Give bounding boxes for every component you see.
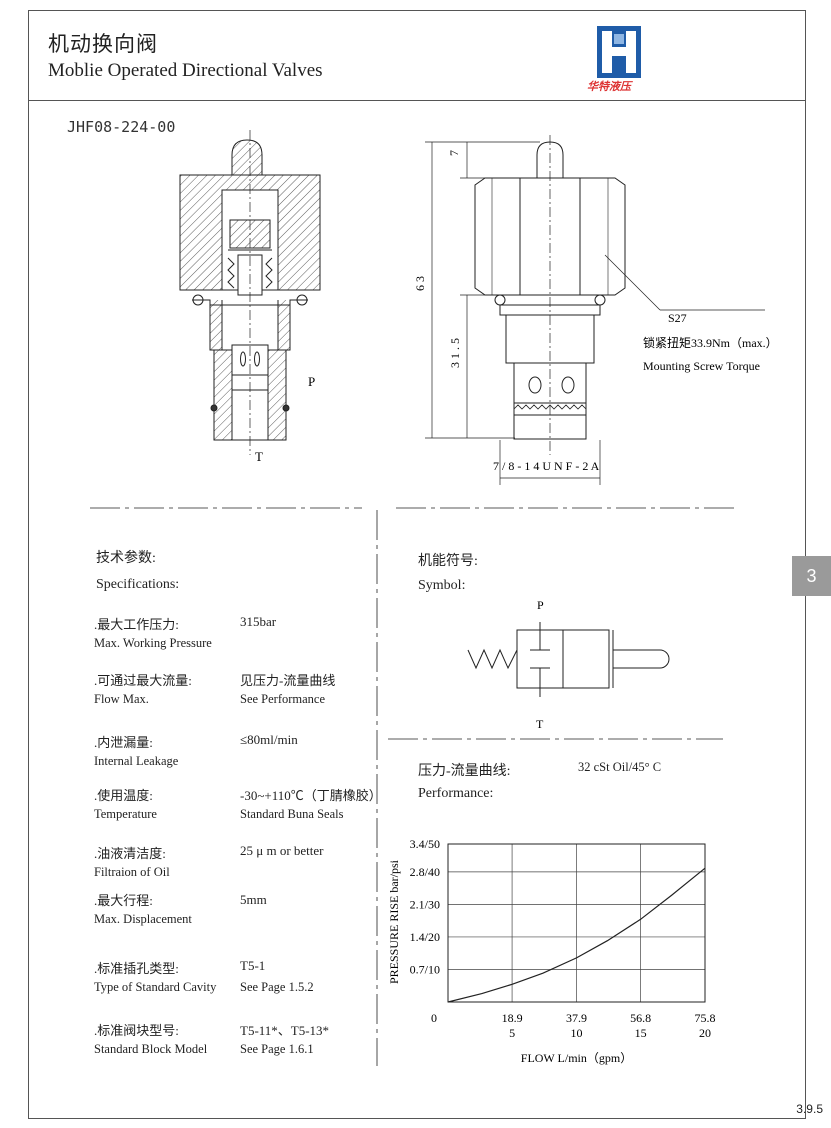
symbol-heading-en: Symbol: [418, 578, 466, 593]
spec-value: 25 μ m or better [240, 843, 324, 858]
spec-label-cn: .最大行程: [94, 893, 153, 908]
spec-value: -30~+110℃（丁腈橡胶） [240, 788, 382, 803]
dim-body: 3 1 . 5 [448, 338, 462, 368]
x-tick-label: 18.9 [502, 1011, 523, 1025]
x-tick-gpm-label: 5 [509, 1026, 515, 1040]
symbol-port-p: P [537, 598, 544, 612]
x-tick-gpm-label: 15 [635, 1026, 647, 1040]
spec-label-en: Filtraion of Oil [94, 865, 170, 879]
torque-cn: 锁紧扭矩33.9Nm（max.） [643, 335, 778, 350]
title-chinese: 机动换向阀 [48, 32, 158, 56]
torque-en: Mounting Screw Torque [643, 359, 760, 373]
spec-value: T5-11*、T5-13* [240, 1023, 330, 1038]
y-axis-label: PRESSURE RISE bar/psi [387, 859, 401, 984]
dimension-lines [425, 141, 765, 485]
performance-heading-en: Performance: [418, 786, 494, 801]
thread-spec: 7 / 8 - 1 4 U N F - 2 A [493, 459, 600, 473]
spec-label-cn: .可通过最大流量: [94, 673, 192, 688]
company-logo-icon [597, 26, 641, 78]
port-p-label: P [308, 374, 315, 389]
dim-top: 7 [447, 150, 461, 156]
spec-value-2: See Performance [240, 692, 326, 706]
spec-value: ≤80ml/min [240, 732, 298, 747]
dim-total: 6 3 [413, 276, 427, 291]
valve-drawing: P T 7 6 3 3 1 . 5 S27 锁 [90, 130, 778, 509]
symbol-port-t: T [536, 717, 544, 731]
spec-value-2: See Page 1.6.1 [240, 1042, 314, 1056]
spec-label-en: Max. Working Pressure [94, 636, 212, 650]
x-tick-label: 37.9 [566, 1011, 587, 1025]
header-divider [28, 100, 805, 101]
model-number: JHF08-224-00 [67, 118, 176, 136]
y-tick-label: 1.4/20 [410, 930, 440, 944]
title-english: Moblie Operated Directional Valves [48, 60, 323, 81]
x-tick-gpm-label: 10 [571, 1026, 583, 1040]
spec-value: T5-1 [240, 958, 266, 973]
spec-label-en: Temperature [94, 807, 157, 821]
spec-label-en: Standard Block Model [94, 1042, 208, 1056]
external-view [474, 135, 626, 455]
y-tick-label: 3.4/50 [410, 837, 440, 851]
spec-label-en: Internal Leakage [94, 754, 179, 768]
spec-label-cn: .内泄漏量: [94, 735, 153, 750]
spec-label-cn: .标准插孔类型: [94, 961, 179, 976]
performance-condition: 32 cSt Oil/45° C [578, 760, 662, 774]
specs-heading-en: Specifications: [96, 577, 180, 592]
spec-label-en: Flow Max. [94, 692, 149, 706]
port-t-label: T [255, 449, 263, 464]
x-tick-label: 0 [431, 1011, 437, 1025]
spec-value: 见压力-流量曲线 [240, 673, 336, 688]
spec-value: 315bar [240, 614, 277, 629]
spec-value: 5mm [240, 892, 267, 907]
performance-chart: 0.7/10 1.4/20 2.1/30 2.8/40 3.4/50 0 18.95 37.9… [387, 837, 716, 1065]
spec-label-cn: .使用温度: [94, 788, 153, 803]
spec-label-cn: .最大工作压力: [94, 617, 179, 632]
x-tick-label: 56.8 [630, 1011, 651, 1025]
section-tab[interactable]: 3 [792, 556, 831, 596]
hydraulic-symbol: P T [467, 598, 670, 731]
y-tick-label: 0.7/10 [410, 962, 440, 976]
pressure-curve [447, 867, 706, 1003]
x-axis-label: FLOW L/min（gpm） [521, 1051, 632, 1065]
spec-label-en: Type of Standard Cavity [94, 980, 217, 994]
spec-label-cn: .标准阀块型号: [94, 1023, 179, 1038]
y-tick-label: 2.8/40 [410, 865, 440, 879]
spec-value-2: See Page 1.5.2 [240, 980, 314, 994]
symbol-divider [388, 738, 723, 740]
y-tick-label: 2.1/30 [410, 897, 440, 911]
x-tick-gpm-label: 20 [699, 1026, 711, 1040]
page-number: 3.9.5 [796, 1102, 823, 1116]
spec-label-cn: .油液清洁度: [94, 846, 166, 861]
logo-text: 华特液压 [587, 81, 631, 93]
performance-heading-cn: 压力-流量曲线: [418, 764, 511, 779]
spec-value-2: Standard Buna Seals [240, 807, 344, 821]
specs-heading-cn: 技术参数: [96, 551, 156, 566]
spec-label-en: Max. Displacement [94, 912, 192, 926]
column-divider [376, 510, 378, 1066]
plot-frame [447, 843, 706, 1003]
hex-size: S27 [668, 311, 687, 325]
section-view [179, 130, 321, 455]
symbol-heading-cn: 机能符号: [418, 554, 478, 569]
x-tick-label: 75.8 [695, 1011, 716, 1025]
